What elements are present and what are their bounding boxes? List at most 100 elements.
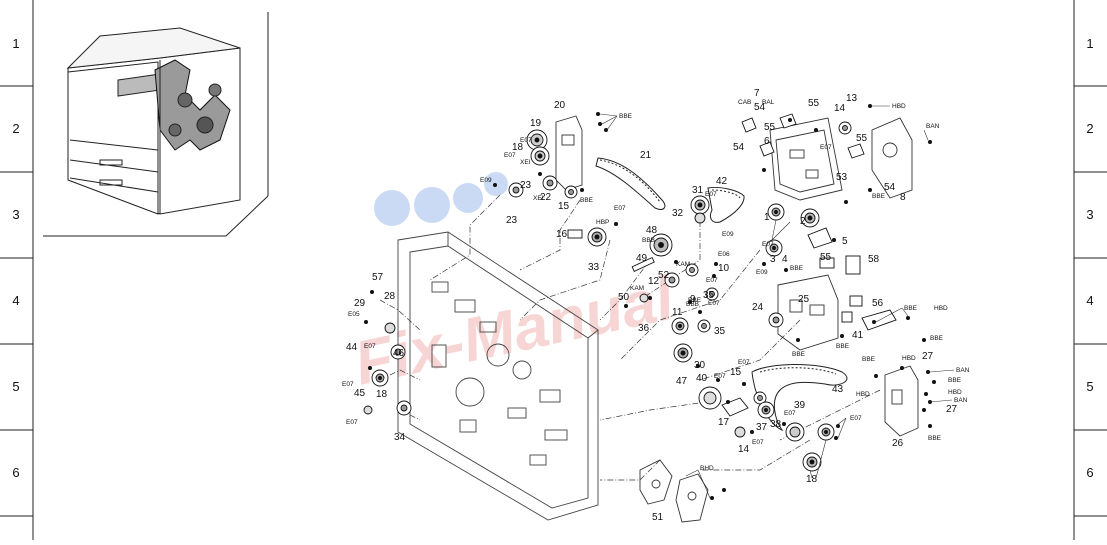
row-number-right: 4: [1086, 293, 1093, 308]
gear-icon: [697, 319, 711, 333]
part-code-label: CAB: [738, 99, 751, 106]
clip-icon: [847, 143, 865, 159]
part-number-label: 40: [696, 373, 708, 384]
part-number-label: 10: [718, 263, 730, 274]
part-code-label: E07: [752, 439, 764, 446]
gear-icon: [396, 400, 412, 416]
gear-icon: [765, 239, 783, 257]
part-code-label: E07: [708, 300, 720, 307]
gear-icon: [817, 423, 835, 441]
part-number-label: 44: [346, 342, 358, 353]
gear-icon: [587, 227, 607, 247]
part-number-label: 50: [618, 292, 630, 303]
gear-icon: [363, 405, 373, 415]
gear-icon: [671, 317, 689, 335]
bracket-8: [871, 117, 913, 199]
part-number-label: 54: [754, 102, 766, 113]
part-code-label: KAM: [630, 285, 644, 292]
gear-icon: [542, 175, 558, 191]
part-code-label: E07: [504, 152, 516, 159]
part-code-label: BBE: [904, 305, 918, 312]
clip-icon: [779, 113, 797, 129]
part-code-label: E07: [614, 205, 626, 212]
gear-icon: [530, 146, 550, 166]
clip-icon: [741, 117, 757, 133]
part-number-label: 29: [354, 298, 366, 309]
gear-icon: [802, 452, 822, 472]
bracket-icon: [819, 257, 835, 269]
part-code-label: E07: [364, 343, 376, 350]
part-number-label: 7: [754, 88, 760, 99]
part-number-label: 18: [806, 474, 818, 485]
gear-icon: [757, 401, 775, 419]
part-code-label: E07: [706, 277, 718, 284]
part-number-label: 25: [798, 294, 810, 305]
part-code-label: BBE: [948, 377, 962, 384]
part-number-label: 58: [868, 254, 880, 265]
row-number-right: 2: [1086, 121, 1093, 136]
gear-icon: [508, 182, 524, 198]
part-number-labels: 1 2 3 4 5 6 7 8 9 10 11 12 13 14 14 15 1…: [346, 88, 958, 523]
part-code-label: E07: [738, 359, 750, 366]
part-code-label: HBD: [902, 355, 916, 362]
screw-parts: [364, 104, 936, 500]
part-number-label: 9: [690, 294, 696, 305]
part-number-label: 15: [558, 201, 570, 212]
part-number-label: 49: [636, 253, 648, 264]
cover-icon: [845, 255, 861, 275]
bracket-26: [884, 365, 919, 437]
part-number-label: 19: [530, 118, 542, 129]
label-leaders: [599, 105, 955, 499]
part-code-label: BBB: [642, 237, 655, 244]
part-code-label: E09: [756, 269, 768, 276]
part-number-label: 54: [884, 182, 896, 193]
part-number-label: 51: [652, 512, 664, 523]
part-code-label: E05: [348, 311, 360, 318]
left-margin-ruler: [0, 0, 34, 540]
row-number-left: 6: [12, 465, 19, 480]
gear-icon: [753, 391, 767, 405]
part-code-label: E07: [850, 415, 862, 422]
part-number-label: 14: [834, 103, 846, 114]
part-code-label: BAN: [956, 367, 970, 374]
bracket-icon: [567, 229, 583, 239]
part-number-label: 54: [733, 142, 745, 153]
right-margin-ruler: [1073, 0, 1107, 540]
part-code-label: E07: [705, 191, 717, 198]
gear-icon: [639, 293, 649, 303]
part-number-label: 15: [730, 367, 742, 378]
row-number-right: 6: [1086, 465, 1093, 480]
part-code-label: E07: [820, 144, 832, 151]
part-code-label: BBE: [836, 343, 850, 350]
part-code-labels: BBE BBE BBE BBE BBE BBE BBE BBE BBE BBE …: [342, 99, 970, 472]
gear-parts: [363, 113, 897, 472]
gear-icon: [664, 272, 680, 288]
part-code-label: BAL: [762, 99, 775, 106]
watermark-dot-icon: [374, 190, 410, 226]
part-number-label: 45: [354, 388, 366, 399]
gear-icon: [705, 287, 719, 301]
gear-icon: [734, 426, 746, 438]
part-number-label: 12: [648, 276, 660, 287]
watermark-dot-icon: [414, 187, 450, 223]
gear-icon: [698, 386, 722, 410]
part-number-label: 22: [540, 192, 552, 203]
part-number-label: 11: [672, 307, 683, 318]
part-number-label: 26: [892, 438, 904, 449]
main-frame-panel: [397, 231, 599, 521]
part-number-label: 24: [752, 302, 764, 313]
part-number-label: 16: [556, 229, 568, 240]
part-code-label: XEI: [533, 195, 544, 202]
part-code-label: BBE: [688, 297, 702, 304]
part-number-label: 23: [506, 215, 518, 226]
part-code-label: BBB: [686, 301, 699, 308]
part-code-label: BBE: [790, 265, 804, 272]
gear-icon: [800, 208, 820, 228]
part-number-label: 38: [770, 419, 782, 430]
watermark-dot-icon: [453, 183, 483, 213]
watermark-text: Fix-Manual: [349, 264, 682, 399]
part-code-label: BBE: [872, 193, 886, 200]
row-number-left: 2: [12, 121, 19, 136]
bracket-icon: [861, 309, 897, 331]
gear-icon: [690, 195, 710, 215]
